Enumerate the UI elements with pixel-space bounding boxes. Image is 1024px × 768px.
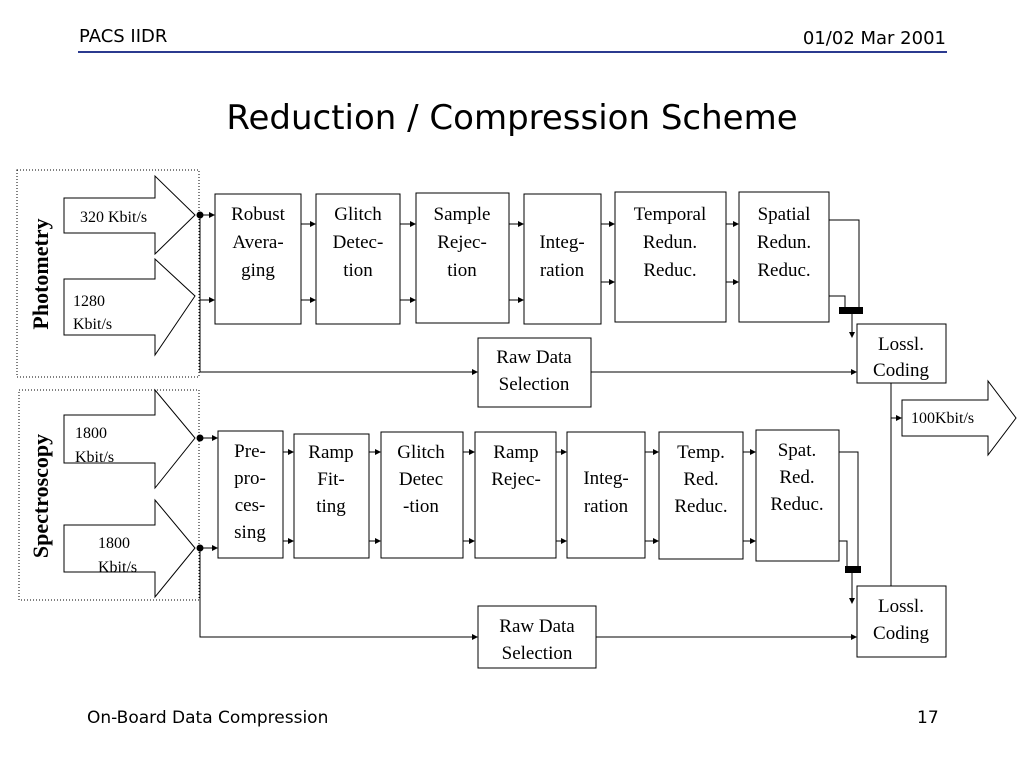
block-glitch-detection-spec <box>380 431 464 559</box>
block-preprocessing <box>217 430 284 559</box>
spectroscopy-frame <box>18 389 200 601</box>
block-sample-rejection <box>415 192 510 324</box>
spectroscopy-flow-arrows <box>199 435 859 640</box>
photometry-frame <box>16 169 200 378</box>
lossless-spec-label: Lossl.Coding <box>873 596 929 644</box>
input-arrow-spec-1 <box>63 388 196 490</box>
block-ramp-fitting <box>293 433 370 559</box>
page-number: 17 <box>917 708 939 728</box>
temp-reduction-label: Temp.Red.Reduc. <box>674 442 727 517</box>
input-arrow-phot-2 <box>63 257 196 357</box>
raw-data-selection-spec <box>477 605 597 669</box>
photometry-flow-arrows <box>199 212 860 375</box>
photometry-label: Photometry <box>28 218 53 329</box>
integration-label: Integ-ration <box>539 232 584 281</box>
block-integration <box>523 193 602 325</box>
integration-spec-label: Integ-ration <box>583 468 628 517</box>
block-temporal-reduction <box>614 191 727 323</box>
input-arrow-spec-2 <box>63 498 196 599</box>
output-rate-label: 100Kbit/s <box>911 410 974 427</box>
footer-left: On-Board Data Compression <box>87 708 329 728</box>
lossless-coding-spec <box>856 585 947 658</box>
phot-merge-bar <box>839 307 863 314</box>
block-temp-reduction <box>658 431 744 560</box>
block-spat-reduction <box>755 429 840 562</box>
lossless-phot-label: Lossl.Coding <box>873 334 929 381</box>
lossless-coding-phot <box>856 323 947 384</box>
spat-reduction-label: Spat.Red.Reduc. <box>770 440 823 515</box>
block-ramp-rejection <box>474 431 557 559</box>
spec-merge-bar <box>845 566 861 573</box>
slide-title: Reduction / Compression Scheme <box>226 98 798 138</box>
block-robust-averaging <box>214 193 302 325</box>
input-arrow-phot-1 <box>63 174 196 256</box>
spectroscopy-label: Spectroscopy <box>28 434 53 558</box>
header-rule <box>78 51 947 53</box>
block-glitch-detection <box>315 193 401 325</box>
preprocessing-label: Pre-pro-ces-sing <box>234 441 266 543</box>
output-arrow <box>901 379 1017 457</box>
block-spatial-reduction <box>738 191 830 323</box>
header-right: 01/02 Mar 2001 <box>802 28 946 49</box>
block-integration-spec <box>566 431 646 559</box>
input-rate-phot-1: 320 Kbit/s <box>80 209 147 226</box>
header-left: PACS IIDR <box>79 26 168 47</box>
output-connectors <box>890 383 902 586</box>
raw-data-selection-phot <box>477 337 592 408</box>
